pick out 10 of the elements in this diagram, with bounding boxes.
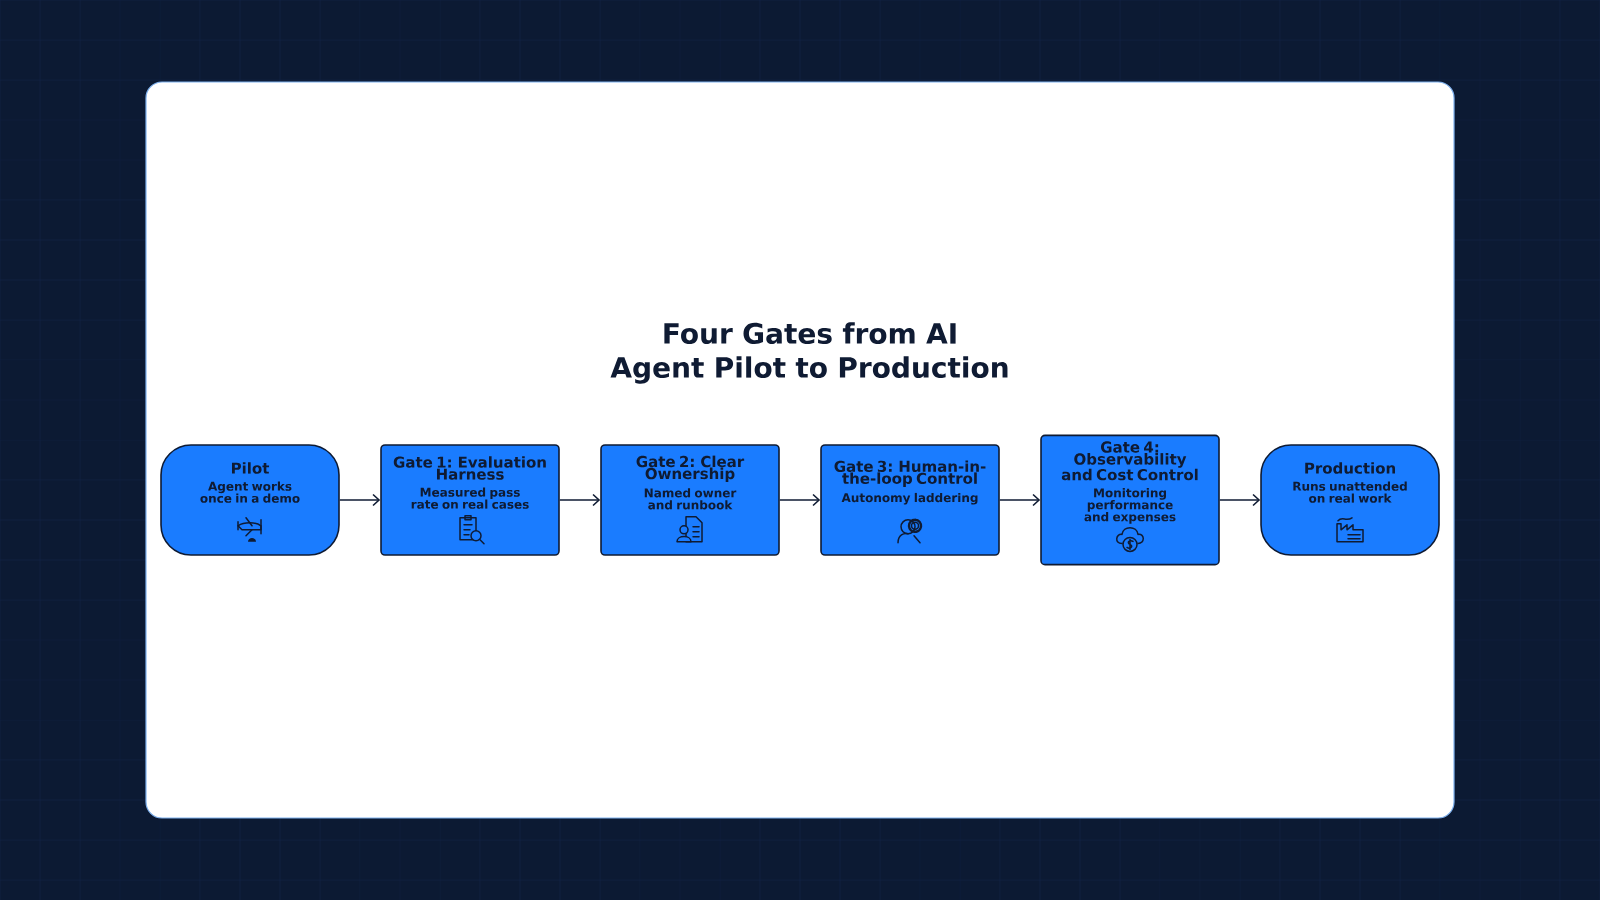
arrow bbox=[1219, 493, 1261, 507]
process-box: Gate 4: Observability and Cost Control Monitoring performance and expenses bbox=[1040, 434, 1220, 566]
process-box: Gate 2: Clear Ownership Named owner and runbook bbox=[600, 444, 780, 556]
process-box: Gate 3: Human-in-the-loop Control Autonomy laddering bbox=[820, 444, 1000, 556]
arrow bbox=[779, 493, 821, 507]
arrow bbox=[999, 493, 1041, 507]
arrow bbox=[339, 493, 381, 507]
process-box: Gate 1: Evaluation Harness Measured pass rate on real cases bbox=[380, 444, 560, 556]
diagram-title: Four Gates from AI Agent Pilot to Production bbox=[610, 322, 1008, 384]
arrow bbox=[559, 493, 601, 507]
